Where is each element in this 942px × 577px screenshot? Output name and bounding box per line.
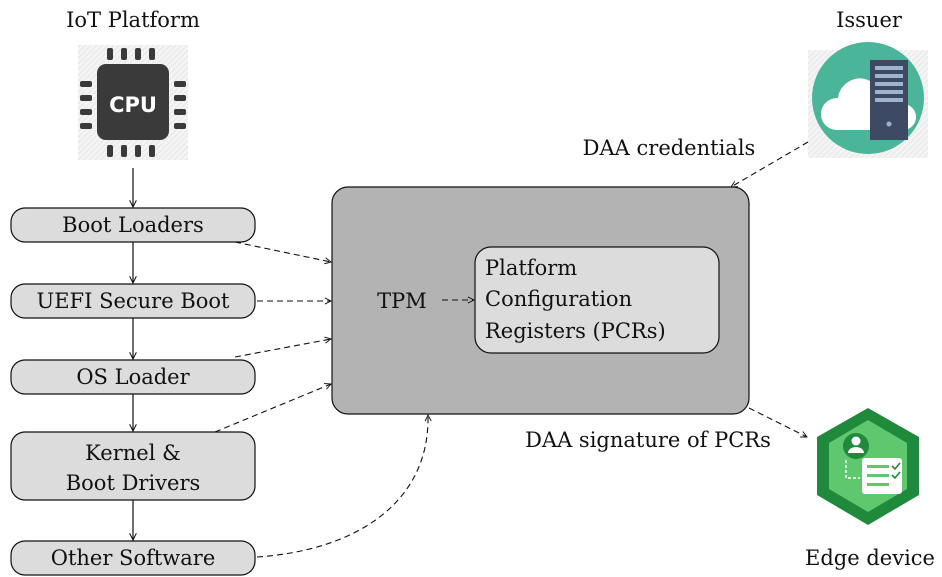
issuer-title: Issuer <box>836 8 903 32</box>
other-software-box: Other Software <box>10 540 256 576</box>
cloud-server-icon <box>808 42 928 158</box>
os-loader-box: OS Loader <box>10 359 256 395</box>
cpu-chip-icon: CPU <box>78 45 188 160</box>
kernel-boot-drivers-box: Kernel & Boot Drivers <box>10 431 256 501</box>
iot-platform-title: IoT Platform <box>66 8 200 32</box>
daa-credentials-label: DAA credentials <box>583 136 756 160</box>
uefi-secure-boot-box: UEFI Secure Boot <box>10 283 256 319</box>
other-software-label: Other Software <box>51 546 216 570</box>
tpm-label: TPM <box>377 289 427 313</box>
boot-loaders-box: Boot Loaders <box>10 207 256 243</box>
edge-device-title: Edge device <box>805 546 935 570</box>
pcr-line-1: Platform <box>485 256 577 280</box>
kernel-label: Kernel & <box>85 441 181 465</box>
cpu-label: CPU <box>109 93 157 117</box>
pcr-line-2: Configuration <box>485 287 632 311</box>
daa-credentials-arrow <box>731 141 809 187</box>
measurement-arrows <box>214 141 809 558</box>
boot-loaders-label: Boot Loaders <box>62 213 204 237</box>
pcr-box: Platform Configuration Registers (PCRs) <box>474 246 720 354</box>
boot-drivers-label: Boot Drivers <box>66 471 201 495</box>
daa-signature-label: DAA signature of PCRs <box>525 428 771 452</box>
daa-signature-arrow <box>748 407 807 438</box>
pcr-line-3: Registers (PCRs) <box>485 319 666 343</box>
os-loader-label: OS Loader <box>76 365 190 389</box>
uefi-secure-boot-label: UEFI Secure Boot <box>37 289 231 313</box>
user-checklist-hexagon-icon <box>817 408 919 525</box>
